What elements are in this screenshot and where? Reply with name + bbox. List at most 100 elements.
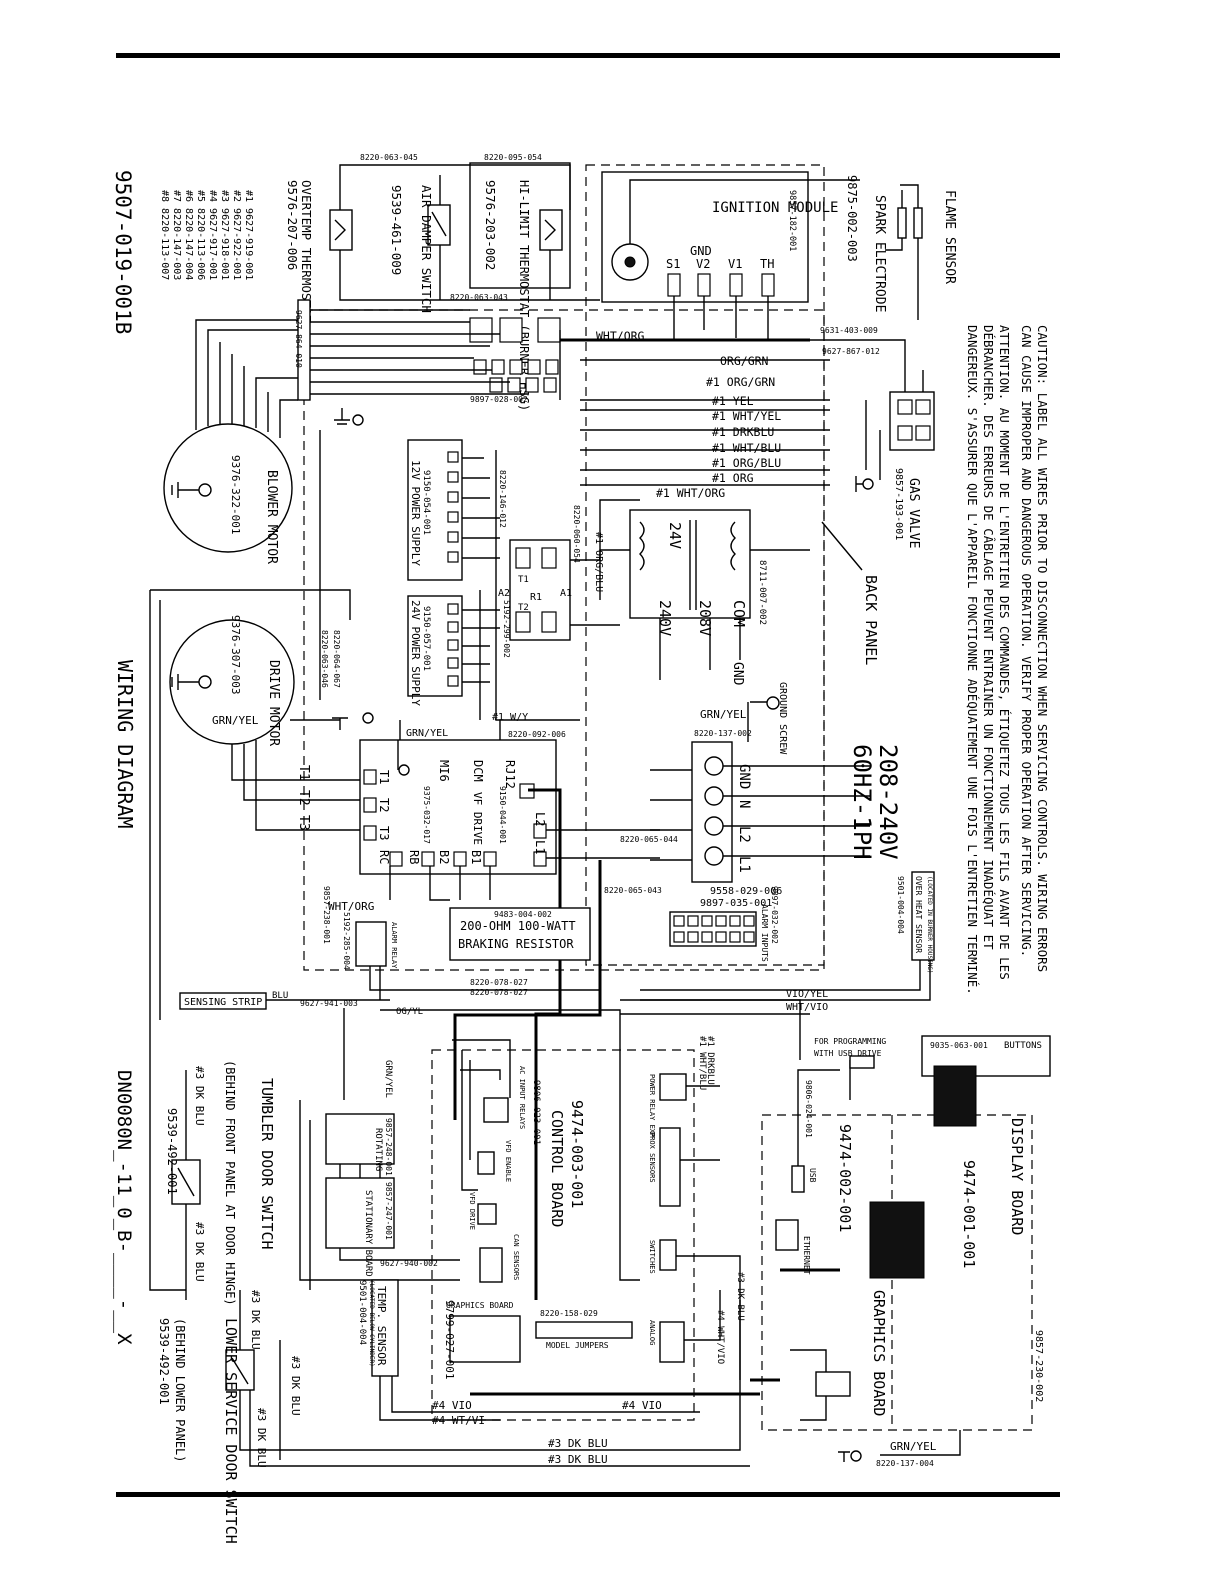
vfd-pin: RB: [407, 850, 421, 864]
relay-pn: 5192-299-002: [502, 600, 511, 658]
graphics-connector: [815, 1371, 851, 1397]
ignition-pn: 9857-182-001: [787, 190, 797, 251]
terminal-pin: N: [736, 800, 752, 808]
harness-pn: 8220-078-027: [470, 978, 528, 987]
control-board-wiring: [452, 1039, 741, 1380]
blower-motor-name: BLOWER MOTOR: [264, 470, 279, 564]
temp-sensor-name: TEMP. SENSOR: [375, 1286, 388, 1366]
over-heat-name: OVER HEAT SENSOR: [914, 876, 923, 953]
over-heat-sensor: OVER HEAT SENSOR (LOCATED IN BURNER HOUS…: [896, 871, 935, 974]
display-board: DISPLAY BOARD 9474-001-001 GRAPHICS BOAR…: [775, 1118, 1044, 1416]
wire-label: #3 DK BLU: [255, 1408, 268, 1468]
spark-pn: 9875-002-003: [845, 175, 859, 262]
vfd-pin: B1: [469, 850, 483, 864]
braking-resistor-label: BRAKING RESISTOR: [458, 937, 574, 951]
harness-pn: 8220-092-006: [508, 730, 566, 739]
harness-pn: 8220-060-054: [572, 505, 581, 563]
drive-wiring: [149, 589, 360, 1030]
relay-pin: A2: [498, 588, 510, 599]
usb-name-2: WITH USB DRIVE: [814, 1049, 882, 1058]
ignition-pin: TH: [760, 257, 774, 271]
wire-label: GRN/YEL: [212, 714, 259, 727]
transformer-tap: 240V: [656, 600, 674, 636]
wire-label: #4 VIO: [622, 1399, 662, 1412]
document-id: 9507-019-001B: [111, 170, 135, 334]
sensing-strip: SENSING STRIP: [179, 992, 267, 1010]
wire-label: VIO/YEL: [786, 989, 828, 1000]
usb-drive-symbol: [849, 1055, 875, 1069]
spark-name: SPARK ELECTRODE: [872, 195, 887, 312]
alarm-relay-pn: 5192-285-004: [342, 912, 351, 970]
drive-motor-name: DRIVE MOTOR: [266, 660, 281, 746]
parts-list-item: #6 8220-147-004: [183, 190, 194, 280]
wire-label: #3 DK BLU: [193, 1066, 206, 1126]
relay-pin: A1: [560, 588, 572, 599]
overtemp-thermostat: OVERTEMP THERMOSTAT 9576-207-006: [285, 180, 353, 323]
stationary-board-name: STATIONARY BOARD: [363, 1190, 373, 1277]
wire-label: #1 WHT/ORG: [656, 486, 725, 500]
parts-list-item: #3 9627-918-001: [219, 190, 230, 280]
ground-symbols: [332, 408, 874, 1462]
thermostat-wiring: [339, 164, 600, 301]
rotating-board-name: ROTATING BOARD: [373, 1128, 383, 1204]
blower-motor-body: [163, 423, 293, 553]
terminal-pin: L1: [736, 856, 752, 873]
wire-label: #3 DK BLU: [249, 1290, 262, 1350]
power-relay-exp-header: [659, 1073, 687, 1101]
wire-label: #3 DK BLU: [193, 1222, 206, 1282]
usb-name: FOR PROGRAMMING: [814, 1037, 886, 1046]
ignition-pin: V2: [696, 257, 710, 271]
vfd-wiring: [389, 720, 660, 901]
parts-list-item: #2 9627-922-001: [231, 190, 242, 280]
graphics-harness-pn: 9799-027-001: [443, 1300, 456, 1379]
gas-valve: GAS VALVE 9857-193-001: [889, 391, 935, 548]
harness-pn: 9897-028-002: [470, 395, 528, 404]
board-label: ANALOG: [648, 1320, 656, 1345]
harness-pn: 8220-065-044: [620, 835, 678, 844]
ignition-gnd: GND: [690, 244, 712, 258]
wire-label: #4 WT/VI: [432, 1414, 485, 1427]
bottom-rule: [116, 1492, 1060, 1497]
vfd-pin: T1: [377, 770, 391, 784]
alarm-inputs-pn2: 9897-032-002: [770, 886, 779, 944]
caution-line-3: ATTENTION. AU MOMENT DE L'ENTRETIEN DES …: [997, 325, 1012, 980]
wire-label: #1 ORG/GRN: [706, 375, 775, 389]
rotating-board-box: [325, 1113, 395, 1165]
relay-pin: T1: [518, 575, 529, 585]
over-heat-note: (LOCATED IN BURNER HOUSING): [926, 876, 933, 974]
parts-list-item: #4 9627-917-001: [207, 190, 218, 280]
document-number: DN0080N_-11_0_B-____-__X: [113, 1070, 135, 1345]
ignition-pin: S1: [666, 257, 680, 271]
back-panel-outline: [585, 164, 825, 966]
board-label: VFD ENABLE: [504, 1140, 512, 1182]
graphics-board-header: [449, 1315, 521, 1363]
terminal-pin: GND: [736, 764, 752, 789]
vfd-pin: L2: [533, 812, 547, 826]
vfd-harness-pn: 9150-044-001: [498, 786, 507, 844]
main-terminal: GND N L2 L1 8220-137-002 9558-029-006: [691, 729, 782, 897]
buttons-ribbon: [933, 1065, 977, 1127]
alarm-relay: ALARM RELAY 5192-285-004: [342, 912, 398, 970]
alarm-wiring: [369, 966, 810, 1281]
hi-limit-thermostat: HI-LIMIT THERMOSTAT (BURNER HSG) 9576-20…: [469, 162, 571, 411]
power-rating: 208-240V: [874, 744, 902, 860]
vfd-name: VF DRIVE: [471, 792, 484, 845]
ground-screw-label: GROUND SCREW: [777, 682, 788, 755]
ps12-pn: 9150-054-001: [421, 470, 431, 535]
drive-motor-pn: 9376-307-003: [229, 615, 242, 694]
harness-pn: 8220-095-054: [484, 153, 542, 162]
wire-label: GRN/YEL: [890, 1440, 937, 1453]
can-sensors-header: [479, 1247, 503, 1283]
harness-pn: 9857-238-001: [322, 886, 331, 944]
drive-lead: T3: [296, 815, 311, 831]
gas-valve-wiring: [620, 339, 924, 480]
usb-pn: 9806-024-001: [804, 1080, 813, 1138]
parts-list: #1 9627-919-001 #2 9627-922-001 #3 9627-…: [159, 190, 254, 280]
caution-line-5: DANGEREUX. S'ASSURER QUE L'APPAREIL FONC…: [965, 325, 980, 995]
wire-label: GRN/YEL: [406, 728, 448, 739]
ps-wiring: [462, 450, 640, 721]
ground-screw: [766, 696, 780, 710]
wire-label: BLU: [272, 991, 288, 1001]
graphics-chip: [869, 1201, 925, 1279]
